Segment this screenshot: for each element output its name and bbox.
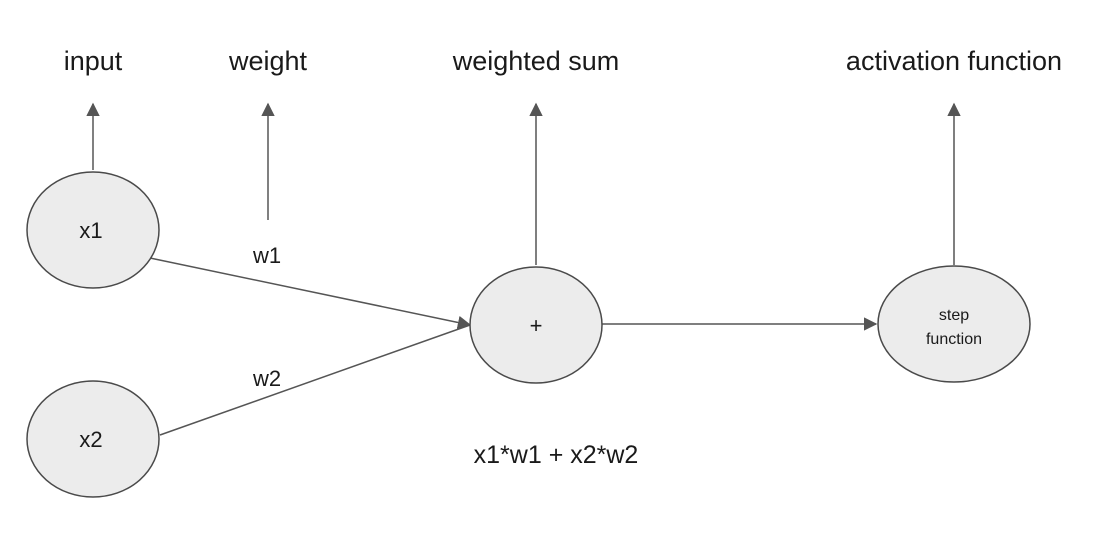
activation-function-label: activation function xyxy=(846,46,1062,76)
step-label-line1: step xyxy=(939,307,969,324)
input-node-x1 xyxy=(26,171,160,289)
sum-symbol: + xyxy=(530,313,543,338)
weighted-sum-formula: x1*w1 + x2*w2 xyxy=(474,441,639,469)
step-label-line2: function xyxy=(926,331,982,348)
weight-label: weight xyxy=(228,46,308,76)
step-function-node xyxy=(877,265,1031,383)
weighted-sum-label: weighted sum xyxy=(452,46,620,76)
sum-node xyxy=(469,266,603,384)
w1-label: w1 xyxy=(252,243,281,268)
x1-label: x1 xyxy=(79,218,102,243)
edge-x2-to-sum xyxy=(159,324,471,436)
w2-label: w2 xyxy=(252,366,281,391)
input-node-x2 xyxy=(26,380,160,498)
edge-x1-to-sum xyxy=(149,257,472,330)
input-label: input xyxy=(64,46,123,76)
x2-label: x2 xyxy=(79,427,102,452)
